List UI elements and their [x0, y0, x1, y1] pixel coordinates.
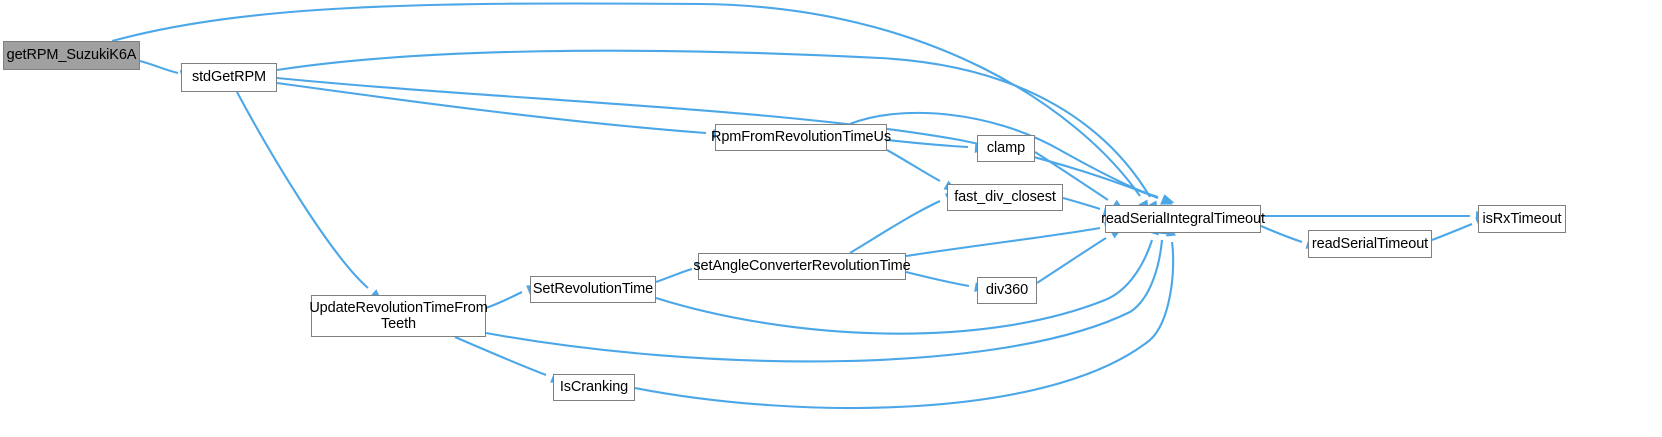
graph-node-UpdateRevolutionTimeFromTeeth[interactable]: UpdateRevolutionTimeFrom Teeth — [309, 295, 488, 337]
graph-node-SetRevolutionTime[interactable]: SetRevolutionTime — [530, 276, 656, 303]
graph-node-RpmFromRevolutionTimeUs[interactable]: RpmFromRevolutionTimeUs — [711, 124, 891, 151]
edge-SetRevolutionTime-to-setAngleConverter — [655, 267, 693, 283]
graph-node-readSerialIntegralTimeout[interactable]: readSerialIntegralTimeout — [1101, 205, 1265, 233]
graph-node-IsCranking[interactable]: IsCranking — [553, 374, 635, 401]
graph-node-getRPM_SuzukiK6A[interactable]: getRPM_SuzukiK6A — [3, 41, 140, 70]
graph-node-isRxTimeout[interactable]: isRxTimeout — [1478, 205, 1566, 233]
edge-UpdateRevolution-to-readSerialIntegralTimeout — [485, 239, 1164, 363]
edge-readSerialIntegralTimeout-to-readSerialTimeout — [1260, 225, 1303, 243]
edge-fast_div_closest-to-readSerialIntegralTimeout — [1062, 196, 1101, 211]
graph-node-readSerialTimeout[interactable]: readSerialTimeout — [1308, 230, 1432, 258]
edge-stdGetRPM-to-UpdateRevolutionTimeFromTeeth — [236, 91, 369, 289]
edge-SetRevolutionTime-to-readSerialIntegralTimeout — [655, 239, 1154, 335]
edge-UpdateRevolution-to-IsCranking — [454, 336, 547, 376]
edge-clamp-to-readSerialIntegralTimeout — [1034, 151, 1109, 201]
edge-getRPM_SuzukiK6A-to-stdGetRPM — [139, 59, 179, 75]
edge-div360-to-readSerialIntegralTimeout — [1036, 237, 1107, 284]
edge-IsCranking-to-readSerialIntegralTimeout — [634, 241, 1175, 410]
edge-RpmFromRevolutionTimeUs-to-readSerialIntegral — [849, 111, 1159, 199]
edge-UpdateRevolution-to-SetRevolutionTime — [485, 291, 523, 309]
edge-readSerialTimeout-to-isRxTimeout — [1431, 223, 1473, 241]
edge-setAngleConverter-to-readSerialIntegralTimeout — [905, 226, 1101, 258]
graph-node-stdGetRPM[interactable]: stdGetRPM — [181, 63, 277, 92]
edge-stdGetRPM-to-RpmFromRevolutionTimeUs — [276, 81, 707, 135]
edge-setAngleConverter-to-div360 — [905, 270, 970, 288]
graph-node-fast_div_closest[interactable]: fast_div_closest — [947, 184, 1063, 211]
graph-node-div360[interactable]: div360 — [977, 277, 1037, 304]
edge-getRPM_SuzukiK6A-to-readSerialIntegralTimeout — [111, 2, 1141, 197]
graph-node-setAngleConverterRevolutionTime[interactable]: setAngleConverterRevolutionTime — [693, 253, 911, 280]
edge-stdGetRPM-to-readSerialIntegralTimeout-upper — [276, 49, 1151, 198]
arrowhead-RpmFromRevolutionTimeUs-to-readSerialIntegral — [1161, 194, 1175, 204]
edge-RpmFromRevolutionTimeUs-to-fast_div_closest — [886, 149, 941, 182]
edge-setAngleConverter-to-fast_div_closest — [849, 200, 941, 254]
graph-node-clamp[interactable]: clamp — [977, 135, 1035, 162]
edge-RpmFromRevolutionTimeUs-to-clamp — [886, 138, 969, 149]
